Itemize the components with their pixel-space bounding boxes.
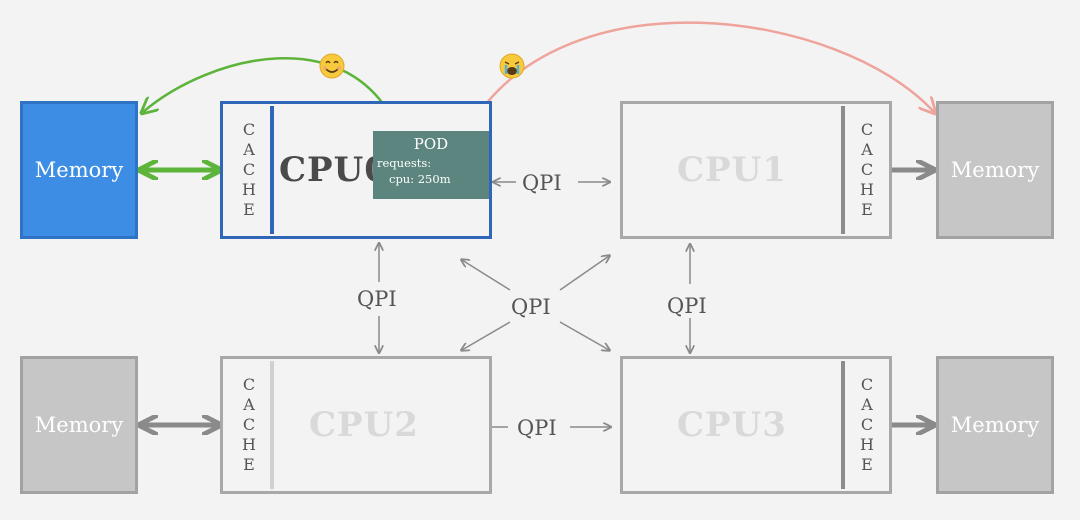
qpi-label-cpu1-cpu3: QPI	[667, 294, 707, 318]
pod-cpu-request: cpu: 250m	[389, 172, 451, 186]
memory-node2-label: Memory	[34, 413, 124, 437]
qpi-label-cpu2-cpu3: QPI	[517, 416, 557, 440]
cpu3-cache-divider	[841, 361, 845, 489]
cpu2-cache: C A C H E	[227, 359, 271, 491]
cpu1-socket: CPU1 C A C H E	[620, 101, 892, 239]
cache-letter: C	[860, 415, 874, 434]
pod-box: POD requests: cpu: 250m	[373, 131, 489, 199]
cache-letter: C	[860, 160, 874, 179]
pod-title: POD	[413, 135, 449, 153]
cpu0-label: CPU0	[279, 150, 389, 190]
qpi-label-cpu0-cpu2: QPI	[357, 287, 397, 311]
cache-letter: A	[243, 395, 255, 414]
cache-letter: C	[242, 415, 256, 434]
memory-node1: Memory	[936, 101, 1054, 239]
cpu2-cache-divider	[270, 361, 274, 489]
cache-letter: E	[861, 455, 873, 474]
memory-node1-label: Memory	[950, 158, 1040, 182]
cache-letter: C	[860, 375, 874, 394]
cpu3-cache: C A C H E	[845, 359, 889, 491]
cpu3-label: CPU3	[677, 405, 787, 445]
cache-letter: A	[861, 140, 873, 159]
cpu2-socket: C A C H E CPU2	[220, 356, 492, 494]
memory-node0: Memory	[20, 101, 138, 239]
cache-letter: A	[861, 395, 873, 414]
cpu1-cache-divider	[841, 106, 845, 234]
cache-letter: A	[243, 140, 255, 159]
cache-letter: H	[242, 180, 256, 199]
memory-node3-label: Memory	[950, 413, 1040, 437]
qpi-arrow-diag-cpu2	[462, 321, 511, 350]
cache-letter: H	[860, 435, 874, 454]
pod-requests-label: requests:	[377, 156, 432, 170]
cache-letter: E	[243, 200, 255, 219]
cache-letter: E	[243, 455, 255, 474]
cache-letter: E	[861, 200, 873, 219]
cpu3-socket: CPU3 C A C H E	[620, 356, 892, 494]
memory-node3: Memory	[936, 356, 1054, 494]
cache-letter: C	[242, 160, 256, 179]
qpi-arrow-diag-cpu3	[559, 321, 609, 350]
cpu1-cache: C A C H E	[845, 104, 889, 236]
cache-letter: H	[860, 180, 874, 199]
memory-node0-label: Memory	[34, 158, 124, 182]
qpi-label-cpu0-cpu1: QPI	[522, 171, 562, 195]
cache-letter: C	[242, 120, 256, 139]
memory-node2: Memory	[20, 356, 138, 494]
local-access-arc	[143, 56, 400, 131]
qpi-label-diagonal: QPI	[511, 295, 551, 319]
cache-letter: C	[242, 375, 256, 394]
qpi-arrow-diag-cpu0	[462, 260, 511, 291]
cpu0-cache-divider	[270, 106, 274, 234]
cpu2-label: CPU2	[309, 405, 419, 445]
cache-letter: H	[242, 435, 256, 454]
cpu1-label: CPU1	[677, 150, 787, 190]
cpu0-cache: C A C H E	[227, 104, 271, 236]
qpi-arrow-diag-cpu1	[559, 256, 609, 291]
cache-letter: C	[860, 120, 874, 139]
